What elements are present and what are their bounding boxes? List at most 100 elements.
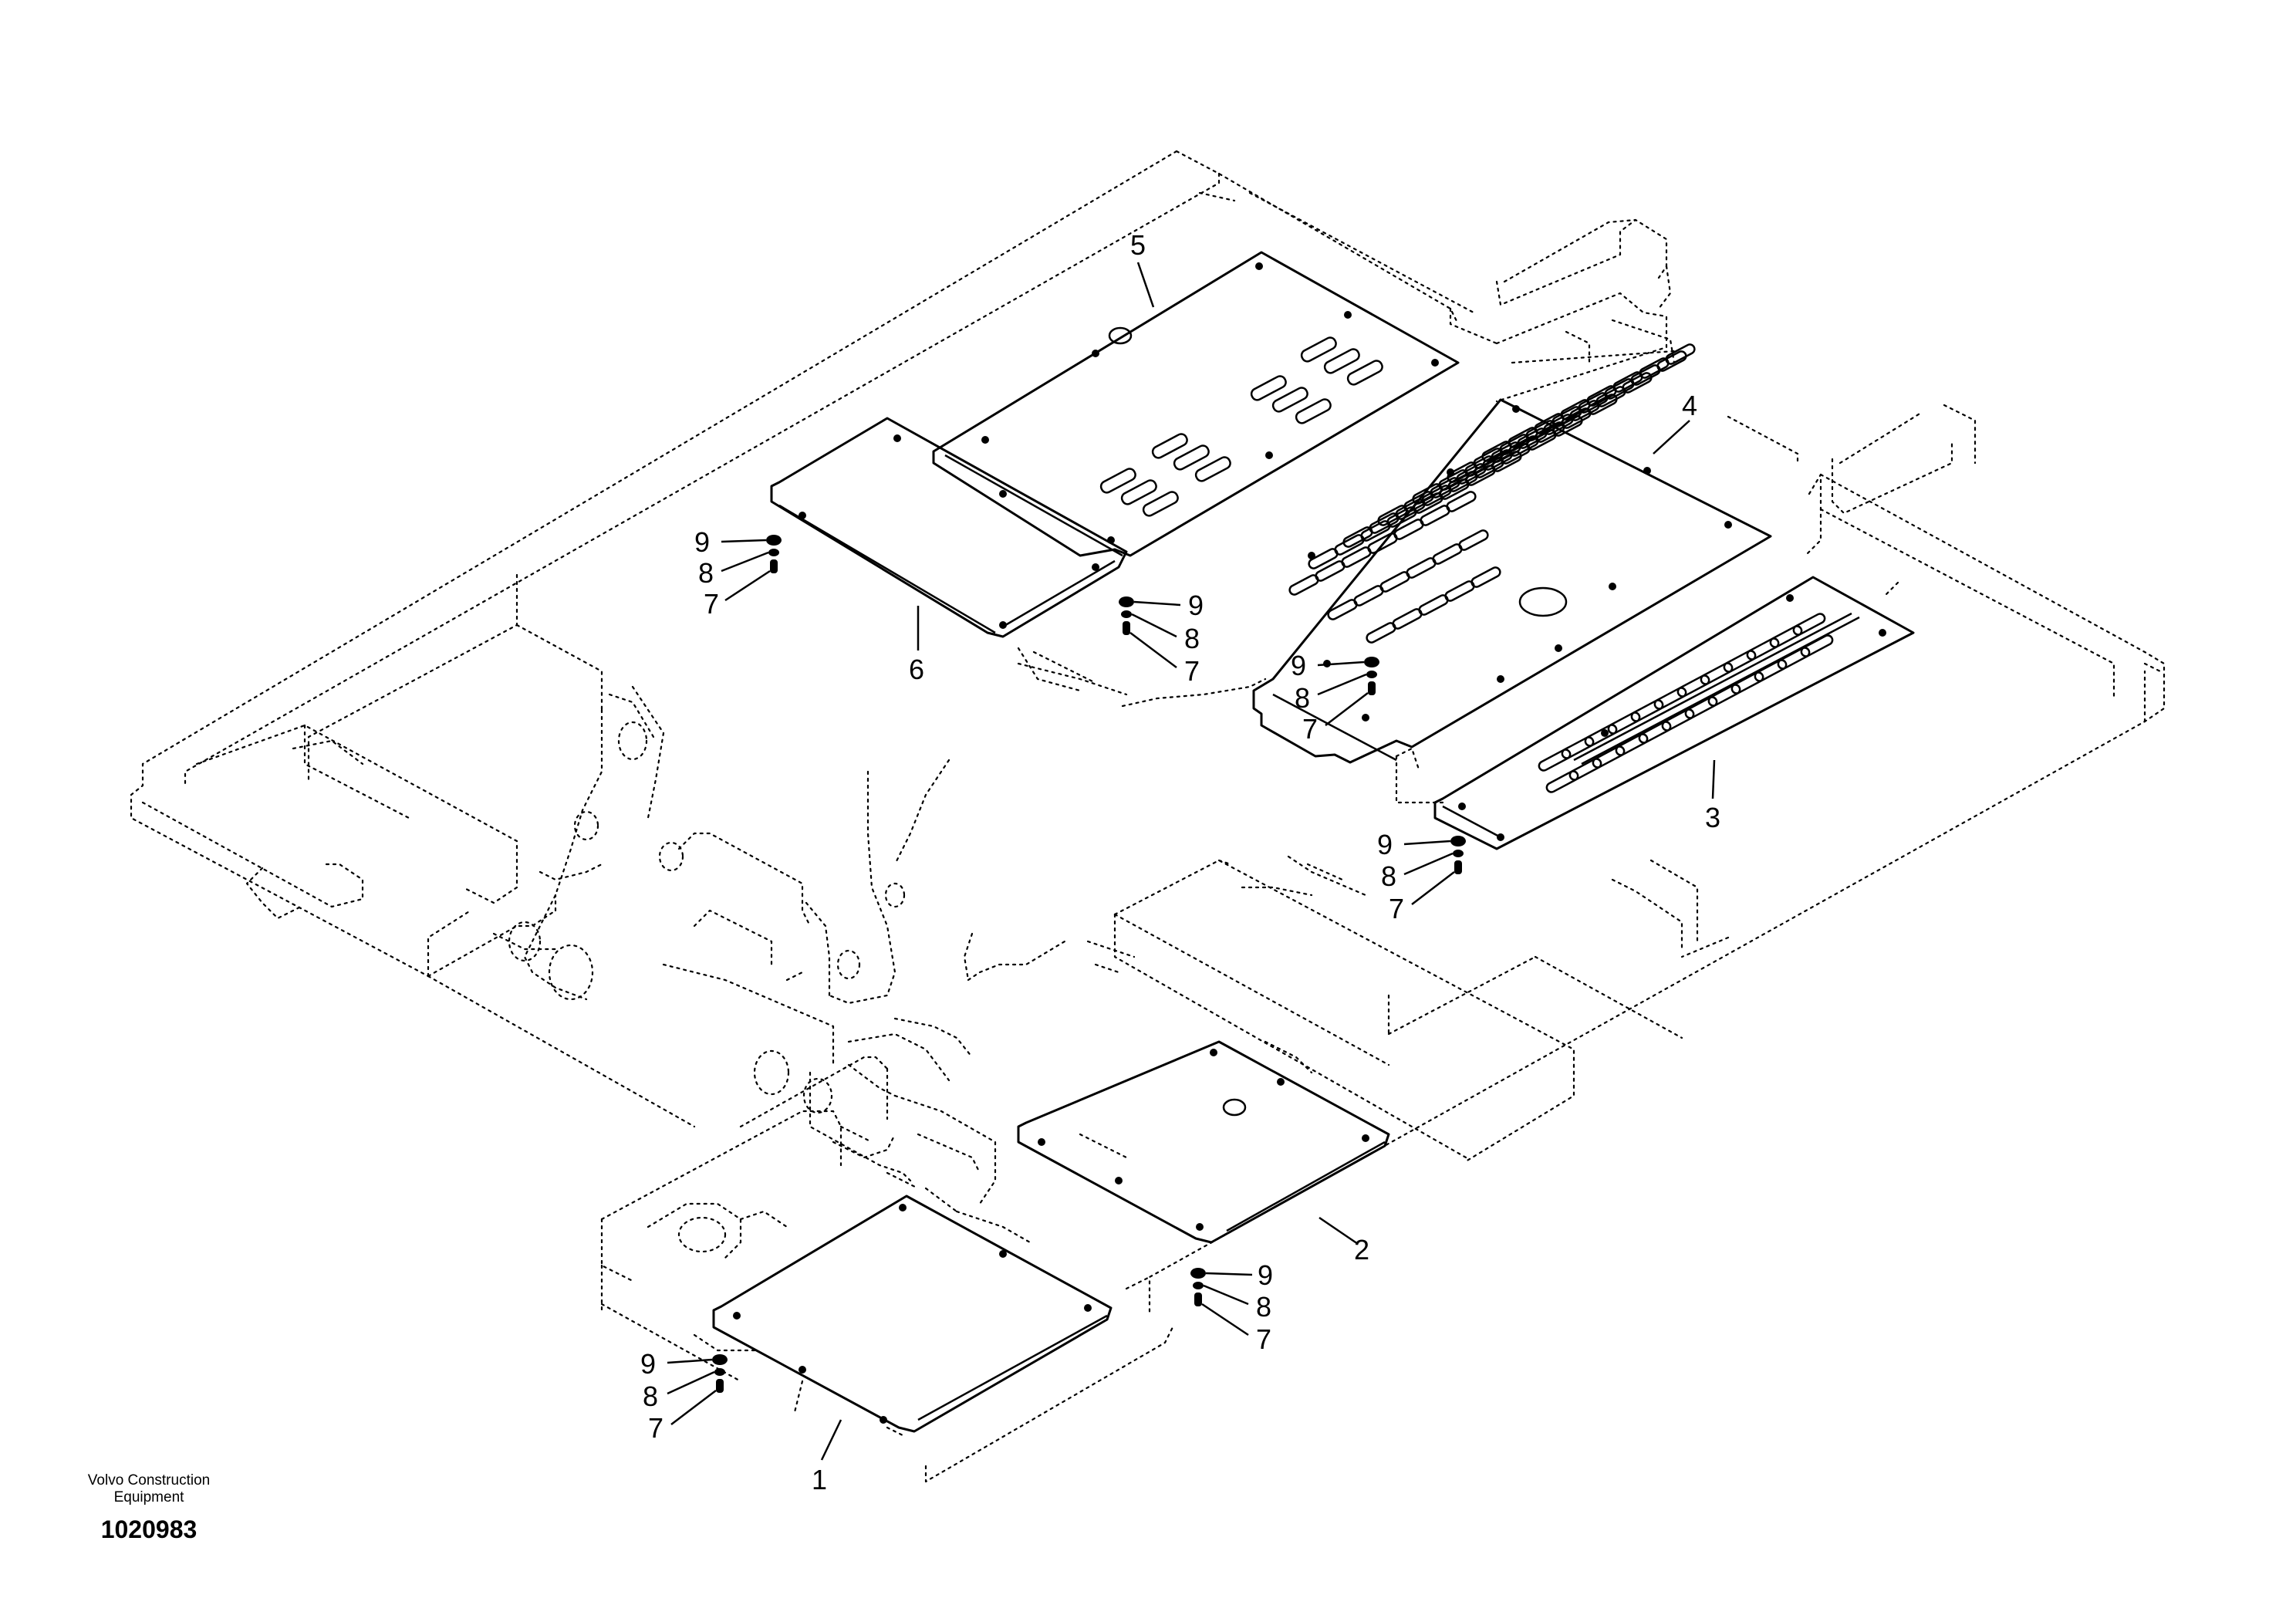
leader-lines bbox=[667, 262, 1716, 1461]
vent-slot bbox=[1561, 407, 1592, 429]
cover-plate-3[interactable] bbox=[1433, 576, 1915, 850]
vent-slot bbox=[1288, 574, 1319, 596]
vent-slot bbox=[1552, 415, 1583, 437]
callout-8: 8 bbox=[1256, 1291, 1271, 1323]
callout-7: 7 bbox=[1389, 893, 1404, 924]
vent-slot bbox=[1491, 451, 1522, 472]
vent-slot bbox=[1595, 386, 1626, 407]
vent-slot bbox=[1470, 566, 1501, 588]
vent-slot bbox=[1684, 696, 1718, 719]
vent-slot bbox=[1446, 491, 1477, 512]
vent-slot bbox=[1432, 543, 1463, 565]
vent-slot bbox=[1342, 526, 1373, 548]
vent-slot bbox=[1447, 471, 1478, 492]
vent-slot bbox=[1360, 520, 1391, 542]
vent-slot bbox=[1535, 421, 1565, 443]
vent-slot bbox=[1456, 463, 1487, 485]
cover-plate-2[interactable] bbox=[1017, 1040, 1390, 1244]
vent-slot bbox=[1439, 478, 1470, 500]
cover-plate-5[interactable] bbox=[932, 251, 1460, 557]
slots-plate-4 bbox=[1288, 343, 1696, 644]
vent-slot bbox=[1538, 748, 1572, 772]
vent-slot bbox=[1630, 364, 1661, 386]
vent-slot bbox=[1465, 465, 1496, 486]
slots-plate-5 bbox=[1099, 336, 1383, 517]
callout-labels: 5 4 6 3 2 1 9 8 7 9 8 7 9 8 7 9 8 7 9 8 … bbox=[640, 229, 1720, 1495]
fastener-set-d bbox=[1364, 657, 1379, 695]
vent-slot bbox=[1444, 580, 1475, 602]
callout-2: 2 bbox=[1354, 1234, 1369, 1265]
callout-6: 6 bbox=[909, 654, 924, 685]
vent-slot bbox=[1517, 427, 1548, 449]
vent-slot bbox=[1458, 529, 1489, 551]
callout-7: 7 bbox=[1184, 655, 1200, 687]
callout-9: 9 bbox=[1377, 829, 1393, 860]
callout-9: 9 bbox=[1291, 650, 1306, 681]
vent-slot bbox=[1543, 414, 1574, 435]
vent-slot bbox=[1392, 608, 1423, 630]
vent-slot bbox=[1700, 662, 1734, 685]
cover-plate-6[interactable] bbox=[770, 417, 1128, 638]
callout-1: 1 bbox=[812, 1464, 827, 1495]
callout-9: 9 bbox=[640, 1348, 656, 1380]
vent-slot bbox=[1561, 736, 1595, 759]
vent-slot bbox=[1334, 534, 1365, 556]
vent-slot bbox=[1630, 699, 1664, 722]
vent-slot bbox=[1665, 343, 1696, 365]
vent-slot bbox=[1413, 492, 1443, 514]
fastener-set-f bbox=[1190, 1268, 1206, 1306]
vent-slot bbox=[1578, 392, 1609, 414]
vent-slot bbox=[1545, 770, 1579, 793]
callout-8: 8 bbox=[1295, 682, 1310, 714]
vent-slot bbox=[1604, 378, 1635, 400]
vent-slot bbox=[1638, 721, 1672, 744]
boom-mount-outline bbox=[292, 693, 1313, 1253]
vent-slot bbox=[1393, 519, 1424, 540]
vent-slot bbox=[1421, 485, 1452, 506]
vent-slot bbox=[1723, 650, 1757, 673]
vent-slot bbox=[1379, 571, 1410, 593]
vent-slot bbox=[1341, 546, 1372, 568]
vent-slot bbox=[1508, 435, 1539, 457]
vent-slot bbox=[1800, 634, 1834, 657]
callout-4: 4 bbox=[1682, 390, 1697, 421]
vent-slot bbox=[1661, 708, 1695, 732]
vent-slot bbox=[1377, 505, 1408, 526]
vent-slot bbox=[1769, 625, 1803, 648]
frame-outline bbox=[130, 150, 2166, 1483]
fastener-set-b bbox=[1119, 596, 1134, 635]
vent-slot bbox=[1418, 594, 1449, 616]
callout-8: 8 bbox=[1381, 860, 1396, 892]
callout-3: 3 bbox=[1705, 802, 1720, 833]
vent-slot bbox=[1386, 506, 1417, 528]
vent-slot bbox=[1369, 512, 1400, 534]
callout-7: 7 bbox=[1256, 1323, 1271, 1355]
caption-company-line1: Volvo Construction bbox=[87, 1472, 211, 1489]
drawing-caption: Volvo Construction Equipment 1020983 bbox=[52, 1472, 245, 1544]
vent-slot bbox=[1592, 745, 1626, 769]
vent-slot bbox=[1500, 443, 1531, 465]
callout-8: 8 bbox=[1184, 623, 1200, 654]
drawing-number: 1020983 bbox=[100, 1516, 198, 1543]
cover-plate-1[interactable] bbox=[712, 1195, 1113, 1433]
vent-slot bbox=[1327, 599, 1358, 620]
vent-slot bbox=[1406, 557, 1437, 579]
vent-slot bbox=[1474, 457, 1504, 478]
callout-9: 9 bbox=[694, 526, 710, 558]
cover-plate-4[interactable] bbox=[1252, 343, 1772, 764]
callout-8: 8 bbox=[643, 1380, 658, 1412]
vent-slot bbox=[1353, 585, 1384, 607]
vent-slot bbox=[1584, 724, 1618, 747]
vent-slot bbox=[1792, 613, 1826, 636]
vent-slot bbox=[1746, 637, 1780, 661]
vent-slot bbox=[1315, 560, 1346, 582]
fastener-set-g bbox=[712, 1354, 728, 1393]
vent-slot bbox=[1754, 659, 1788, 682]
vent-slot bbox=[1308, 548, 1339, 569]
callout-8: 8 bbox=[698, 557, 714, 589]
vent-slot bbox=[1676, 674, 1710, 698]
vent-slot bbox=[1403, 491, 1434, 512]
vent-slot bbox=[1707, 684, 1741, 707]
vent-slot bbox=[1395, 498, 1426, 520]
